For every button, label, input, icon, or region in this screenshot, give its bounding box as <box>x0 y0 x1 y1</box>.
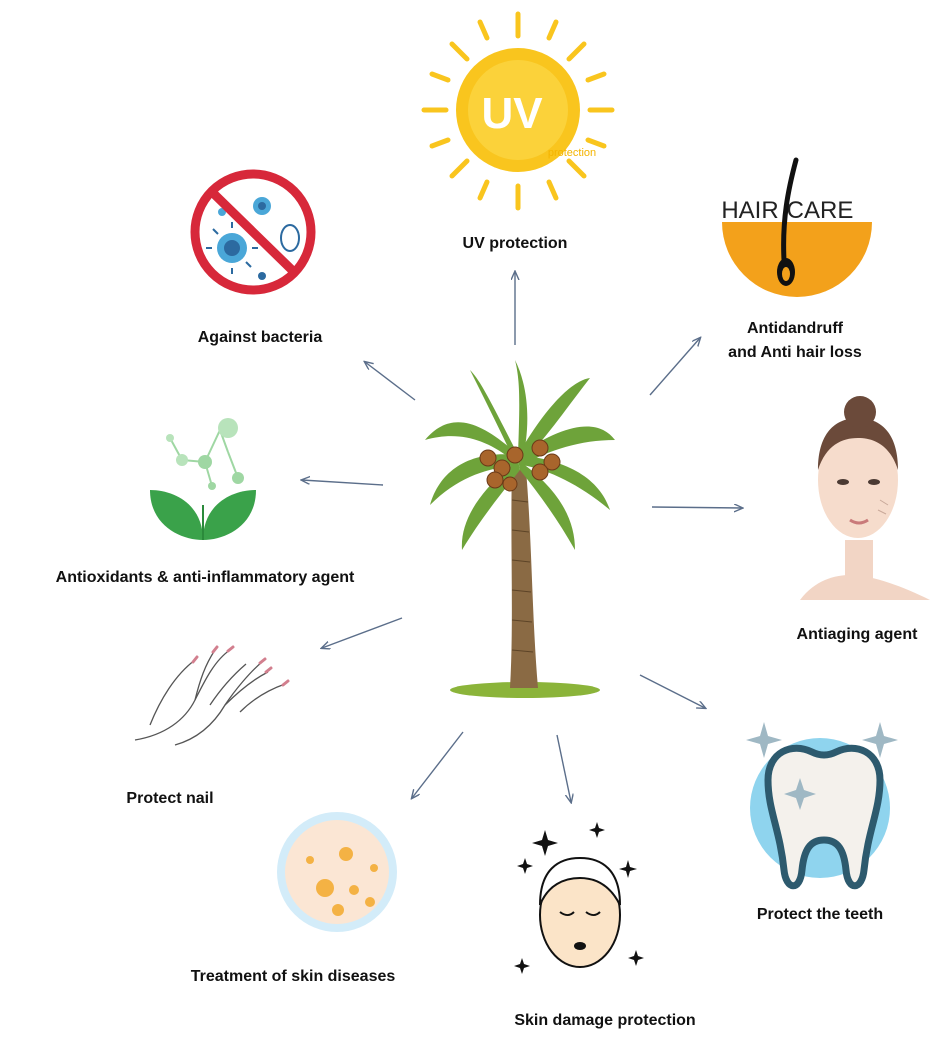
label-skin-damage: Skin damage protection <box>475 1010 735 1032</box>
arrow-bacteria <box>365 362 415 400</box>
label-against-bacteria: Against bacteria <box>160 327 360 349</box>
woman-face-icon <box>800 396 930 600</box>
uv-icon-subtext: protection <box>548 147 596 159</box>
tooth-icon <box>746 722 898 886</box>
hair-icon-text: HAIR <box>721 197 778 224</box>
arrow-skin-diseases <box>412 732 463 798</box>
label-anti-hair-loss: and Anti hair loss <box>695 342 895 364</box>
arrow-skin-damage <box>557 735 571 802</box>
face-sparkle-icon <box>514 822 644 974</box>
hair-care-icon: HAIR CARE <box>721 160 872 297</box>
arrow-hair <box>650 338 700 395</box>
sun-icon: UV protection <box>424 14 612 208</box>
care-icon-text: CARE <box>787 197 854 224</box>
label-uv-protection: UV protection <box>415 233 615 255</box>
hands-nail-icon <box>135 647 288 745</box>
label-protect-teeth: Protect the teeth <box>720 904 920 926</box>
arrow-antiaging <box>652 507 742 508</box>
arrow-nail <box>322 618 402 648</box>
label-antioxidants: Antioxidants & anti-inflammatory agent <box>5 567 405 589</box>
arrow-antioxidants <box>302 480 383 485</box>
skin-disease-icon <box>277 812 397 932</box>
label-protect-nail: Protect nail <box>85 788 255 810</box>
molecule-leaf-icon <box>150 418 256 540</box>
label-skin-diseases: Treatment of skin diseases <box>158 966 428 988</box>
arrow-teeth <box>640 675 705 708</box>
label-antidandruff: Antidandruff <box>695 318 895 340</box>
uv-icon-text: UV <box>481 89 543 138</box>
date-palm-tree <box>425 360 615 698</box>
no-bacteria-icon <box>195 174 311 290</box>
label-antiaging: Antiaging agent <box>772 624 942 646</box>
